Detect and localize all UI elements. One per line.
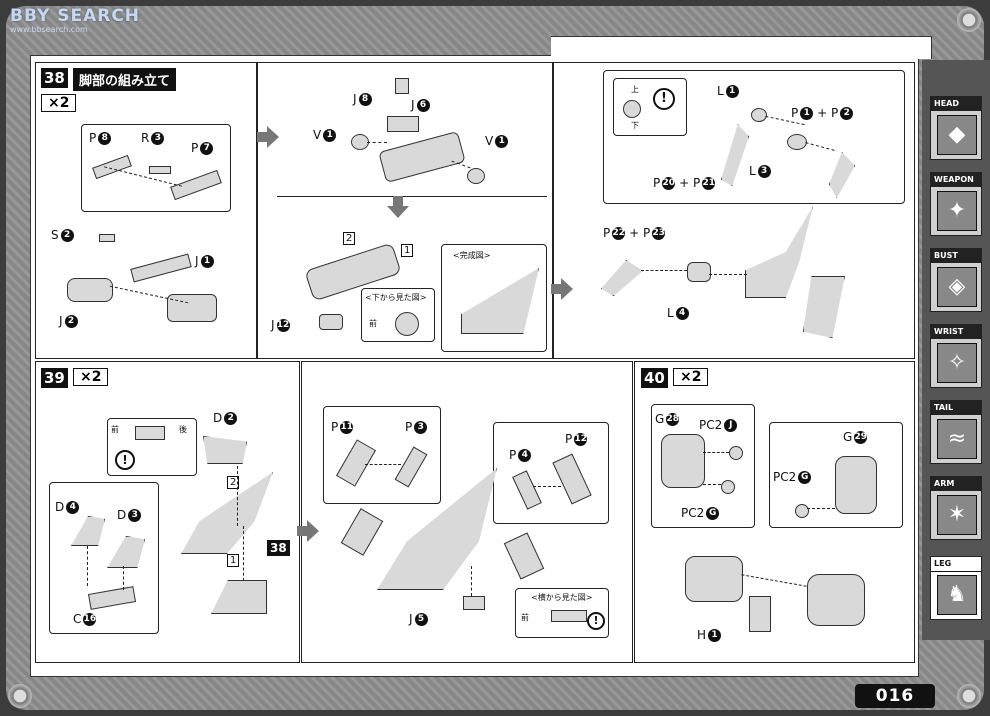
- page-number: 016: [855, 684, 935, 708]
- tab-arm[interactable]: ARM✶: [930, 476, 982, 540]
- part-j12: [319, 314, 343, 330]
- part-j2: [67, 278, 113, 302]
- part-orientation: [135, 426, 165, 440]
- flow-arrow-icon: [551, 278, 573, 300]
- part-v1-right: [467, 168, 485, 184]
- tab-weapon[interactable]: WEAPON✦: [930, 172, 982, 236]
- flow-arrow-icon: [257, 126, 279, 148]
- part-l4: [687, 262, 711, 282]
- watermark-brand: BBY SEARCH: [10, 6, 141, 26]
- part-g29: [835, 456, 877, 514]
- part-pc2-j: [729, 446, 743, 460]
- step38-qty: ×2: [41, 94, 77, 112]
- part-s2: [99, 234, 115, 242]
- screw-icon: [957, 684, 981, 708]
- tab-bust[interactable]: BUST◈: [930, 248, 982, 312]
- section-tabs: HEAD◆ WEAPON✦ BUST◈ WRIST✧ TAIL≈ ARM✶ LE…: [922, 60, 990, 640]
- caution-icon: !: [587, 612, 605, 630]
- part-h1: [749, 596, 771, 632]
- orientation-inset: [613, 78, 687, 136]
- part-g28: [661, 434, 705, 488]
- part-orientation: [623, 100, 641, 118]
- dragon-head-icon: ◆: [937, 115, 977, 155]
- tab-tail[interactable]: TAIL≈: [930, 400, 982, 464]
- caution-icon: !: [653, 88, 675, 110]
- step39-inset-right: [493, 422, 609, 524]
- part-l1: [751, 108, 767, 122]
- step39-number: 39: [41, 368, 68, 388]
- part-l3: [787, 134, 807, 150]
- bust-icon: ◈: [937, 267, 977, 307]
- step39-qty: ×2: [73, 368, 109, 386]
- tab-head[interactable]: HEAD◆: [930, 96, 982, 160]
- tab-wrist[interactable]: WRIST✧: [930, 324, 982, 388]
- part-g28-assembled: [685, 556, 743, 602]
- part-bottom-view: [395, 312, 419, 336]
- arm-icon: ✶: [937, 495, 977, 535]
- step38-title: 脚部の組み立て: [73, 68, 177, 91]
- leg-icon: ♞: [937, 575, 977, 615]
- bottom-view-inset: [361, 288, 435, 342]
- screw-icon: [957, 8, 981, 32]
- watermark-url: www.bbsearch.com: [10, 25, 88, 34]
- flow-arrow-icon: [387, 196, 409, 218]
- step38-number: 38: [41, 68, 68, 88]
- wrist-icon: ✧: [937, 343, 977, 383]
- part-side-view: [551, 610, 587, 622]
- step38-reference: 38: [267, 540, 290, 556]
- step40-number: 40: [641, 368, 668, 388]
- part-r3: [149, 166, 171, 174]
- part-j1: [167, 294, 217, 322]
- part-j6: [387, 116, 419, 132]
- part-pc2-g: [721, 480, 735, 494]
- tab-leg[interactable]: LEG♞: [930, 556, 982, 620]
- weapon-icon: ✦: [937, 191, 977, 231]
- step40-qty: ×2: [673, 368, 709, 386]
- tail-icon: ≈: [937, 419, 977, 459]
- screw-icon: [8, 684, 32, 708]
- part-g29-assembled: [807, 574, 865, 626]
- flow-arrow-icon: [297, 520, 319, 542]
- part-pc2-g2: [795, 504, 809, 518]
- caution-icon: !: [115, 450, 135, 470]
- part-j5: [463, 596, 485, 610]
- part-j8: [395, 78, 409, 94]
